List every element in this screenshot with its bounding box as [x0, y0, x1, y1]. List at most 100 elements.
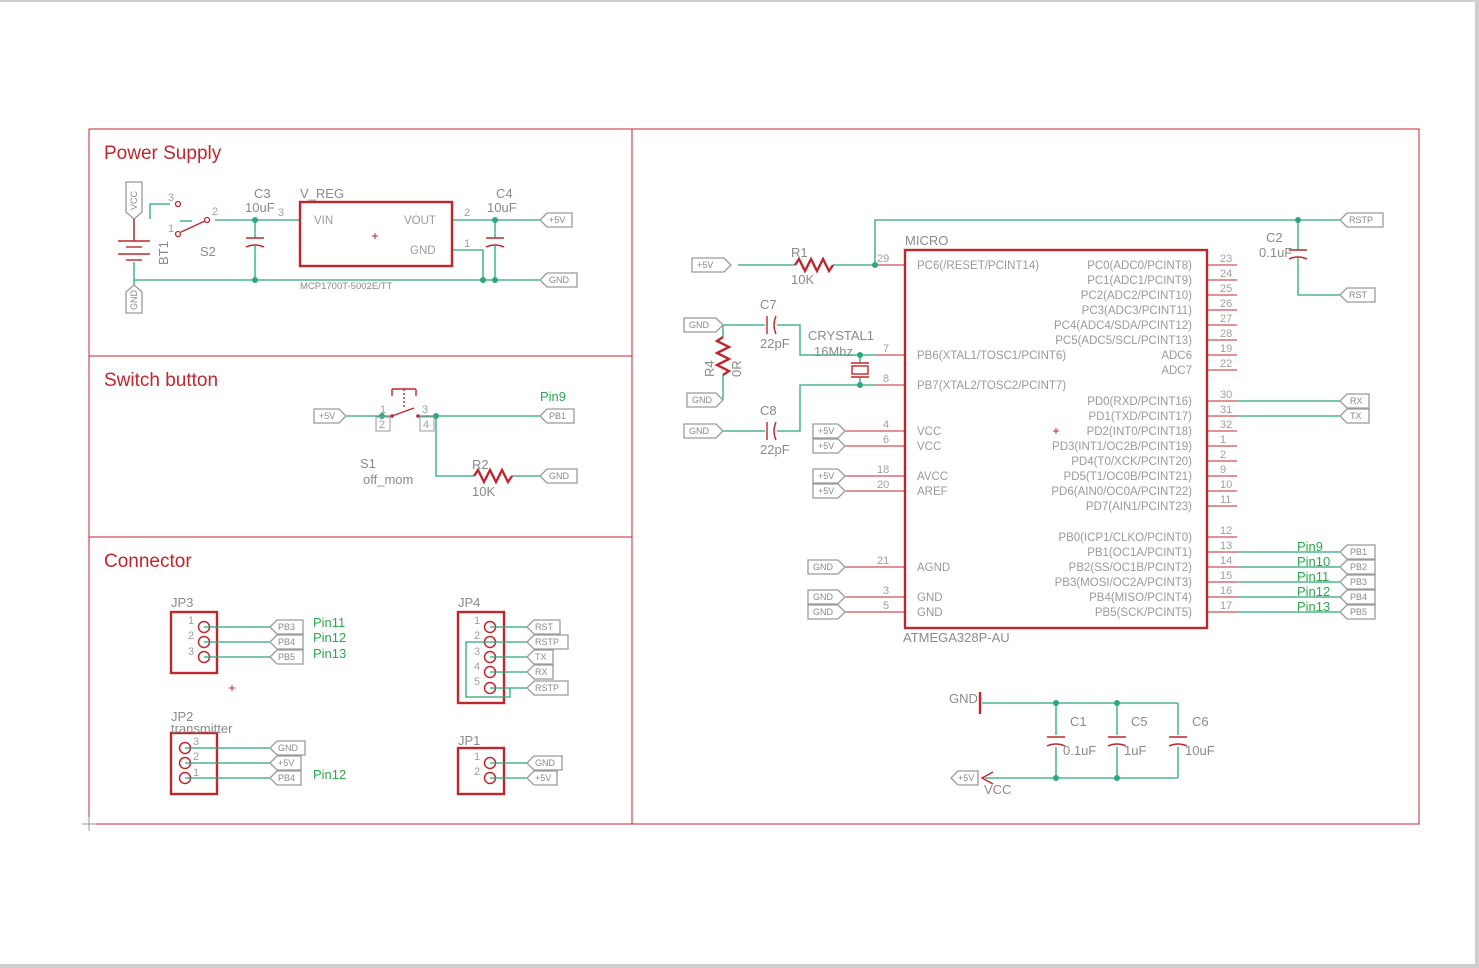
right-pin-number: 24 — [1220, 268, 1232, 280]
svg-text:+5V: +5V — [697, 260, 713, 270]
right-pin-number: 22 — [1220, 358, 1232, 370]
reset-5v-flag: +5V — [691, 257, 732, 273]
switch-gnd-flag: GND — [539, 468, 578, 484]
right-pin-name: PD5(T1/OC0B/PCINT21) — [1064, 471, 1193, 483]
svg-text:1: 1 — [193, 767, 199, 779]
svg-text:Pin11: Pin11 — [313, 615, 345, 630]
svg-text:0.1uF: 0.1uF — [1063, 743, 1096, 758]
svg-text:GND: GND — [813, 607, 834, 617]
right-pin-name: PB1(OC1A/PCINT1) — [1087, 547, 1192, 559]
svg-text:PB1: PB1 — [549, 411, 566, 421]
vcc-net-flag: VCC — [125, 181, 143, 220]
svg-text:GND: GND — [813, 562, 834, 572]
c8-value: 22pF — [760, 442, 790, 457]
gnd-flag-r4: GND — [686, 392, 724, 408]
gnd-flag-c8: GND — [683, 423, 724, 439]
r1-label: R1 — [791, 245, 808, 260]
svg-text:GND: GND — [410, 245, 436, 257]
svg-text:+5V: +5V — [818, 486, 834, 496]
right-pin-number: 13 — [1220, 540, 1232, 552]
svg-text:3: 3 — [188, 646, 194, 658]
right-pin-number: 25 — [1220, 283, 1232, 295]
svg-text:1: 1 — [474, 615, 480, 627]
svg-text:+5V: +5V — [818, 441, 834, 451]
svg-text:PB4: PB4 — [278, 773, 295, 783]
svg-text:RX: RX — [1350, 396, 1363, 406]
pushbutton-s1: 1 2 3 4 S1 off_mom — [360, 388, 435, 487]
svg-text:2: 2 — [464, 207, 470, 219]
svg-text:21: 21 — [877, 555, 889, 567]
vreg-part: MCP1700T-5002E/TT — [300, 281, 393, 292]
svg-text:6: 6 — [883, 434, 889, 446]
svg-text:Pin13: Pin13 — [313, 646, 346, 661]
svg-text:+5V: +5V — [278, 758, 294, 768]
svg-text:Pin11: Pin11 — [1297, 569, 1329, 584]
svg-text:GND: GND — [278, 743, 299, 753]
svg-text:2: 2 — [193, 751, 199, 763]
s1-label: S1 — [360, 456, 376, 471]
svg-text:20: 20 — [877, 479, 889, 491]
svg-text:PB4: PB4 — [278, 637, 295, 647]
right-pin-number: 2 — [1220, 449, 1226, 461]
svg-text:PC6(/RESET/PCINT14): PC6(/RESET/PCINT14) — [917, 260, 1039, 272]
svg-text:1: 1 — [168, 223, 174, 235]
right-pin-name: PC3(ADC3/PCINT11) — [1082, 305, 1193, 317]
microcontroller-section: MICRO ATMEGA328P-AU 29 PC6(/RESET/PCINT1… — [683, 212, 1384, 645]
right-pin-number: 12 — [1220, 525, 1232, 537]
right-pin-name: PC5(ADC5/SCL/PCINT13) — [1055, 335, 1192, 347]
right-pin-number: 10 — [1220, 479, 1232, 491]
svg-text:RSTP: RSTP — [1349, 215, 1373, 225]
svg-text:+5V: +5V — [535, 773, 551, 783]
svg-text:GND: GND — [549, 275, 570, 285]
svg-text:3: 3 — [883, 585, 889, 597]
right-pin-name: PD7(AIN1/PCINT23) — [1086, 501, 1192, 513]
crystal-y1: CRYSTAL1 16Mhz — [808, 328, 874, 378]
svg-text:VOUT: VOUT — [404, 215, 436, 227]
right-pin-name: PB5(SCK/PCINT5) — [1095, 607, 1192, 619]
svg-text:Pin9: Pin9 — [1297, 539, 1323, 554]
svg-text:1: 1 — [464, 238, 470, 250]
resistor-r1: R1 10K — [791, 245, 834, 287]
right-pin-number: 19 — [1220, 343, 1232, 355]
svg-text:3: 3 — [168, 192, 174, 204]
switch-s2: 3 2 1 S2 — [168, 192, 218, 259]
right-pin-name: PD6(AIN0/OC0A/PCINT22) — [1051, 486, 1192, 498]
header-jp2: JP2 transmitter 3 2 1 GND +5V PB4 Pin12 — [169, 709, 346, 796]
right-pin-number: 30 — [1220, 389, 1232, 401]
right-pin-name: PC4(ADC4/SDA/PCINT12) — [1054, 320, 1192, 332]
jp2-label: JP2 — [171, 709, 193, 724]
capacitor-c2: C2 0.1uF — [1259, 230, 1308, 260]
vcc-symbol: +5V VCC — [950, 770, 1011, 797]
jp2-value: transmitter — [171, 721, 233, 736]
svg-text:PB1: PB1 — [1350, 547, 1367, 557]
svg-text:PB4: PB4 — [1350, 592, 1367, 602]
svg-text:AGND: AGND — [917, 562, 950, 574]
rx-flag: RX — [1339, 393, 1370, 409]
capacitor-c3: C3 10uF 3 — [245, 186, 284, 248]
svg-text:GND: GND — [813, 592, 834, 602]
svg-text:4: 4 — [883, 419, 889, 431]
svg-text:TX: TX — [1350, 411, 1362, 421]
capacitor-c5: C5 1uF — [1107, 714, 1148, 758]
right-pin-name: PD3(INT1/OC2B/PCINT19) — [1052, 441, 1192, 453]
svg-text:PB3: PB3 — [278, 622, 295, 632]
micro-label: MICRO — [905, 233, 948, 248]
gnd-flag-c7: GND — [683, 317, 724, 333]
canvas-right-border — [1475, 0, 1479, 968]
switch-pb1-flag: PB1 — [539, 408, 575, 424]
jp1-label: JP1 — [458, 733, 480, 748]
right-pin-name: PD0(RXD/PCINT16) — [1087, 396, 1192, 408]
resistor-r2: R2 10K — [472, 457, 513, 499]
right-pin-name: PB0(ICP1/CLKO/PCINT0) — [1058, 532, 1192, 544]
svg-text:VCC: VCC — [129, 190, 139, 210]
out-gnd-flag: GND — [539, 272, 578, 288]
svg-text:GND: GND — [692, 395, 713, 405]
svg-text:+5V: +5V — [958, 773, 974, 783]
header-jp3: JP3 1 2 3 PB3 PB4 PB5 Pin11 Pin12 Pin13 — [169, 595, 346, 675]
crystal-value: 16Mhz — [814, 344, 853, 359]
svg-text:+5V: +5V — [549, 215, 565, 225]
c3-label: C3 — [254, 186, 271, 201]
connector-section: JP3 1 2 3 PB3 PB4 PB5 Pin11 Pin12 Pin13 … — [169, 595, 569, 796]
gnd-net-flag: GND — [125, 284, 143, 314]
